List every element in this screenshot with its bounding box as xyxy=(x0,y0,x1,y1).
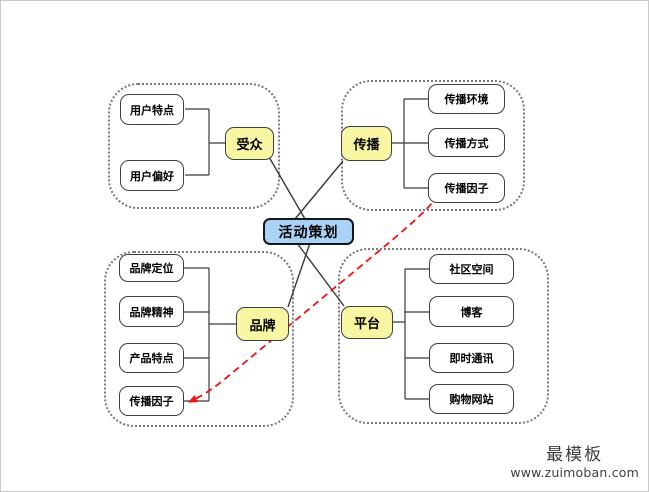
node-user-characteristics[interactable]: 用户特点 xyxy=(120,94,184,125)
node-audience[interactable]: 受众 xyxy=(225,127,274,160)
node-spread-factor-2[interactable]: 传播因子 xyxy=(119,386,184,416)
node-spread-method[interactable]: 传播方式 xyxy=(428,128,505,157)
bus-brand xyxy=(184,267,237,402)
node-product-characteristics[interactable]: 产品特点 xyxy=(119,343,184,373)
watermark-brand: 最模板 xyxy=(546,445,604,466)
group-audience xyxy=(108,83,280,209)
node-platform[interactable]: 平台 xyxy=(341,306,393,339)
node-user-preferences[interactable]: 用户偏好 xyxy=(120,160,184,191)
edge-center-brand xyxy=(287,242,311,308)
node-center-topic[interactable]: 活动策划 xyxy=(263,218,354,245)
node-brand-positioning[interactable]: 品牌定位 xyxy=(119,254,184,282)
bus-audience xyxy=(185,108,226,176)
watermark: 最模板 www.zuimoban.com xyxy=(510,446,639,480)
bus-spread xyxy=(390,98,428,189)
watermark-url: www.zuimoban.com xyxy=(510,465,639,480)
node-spread-factor[interactable]: 传播因子 xyxy=(428,173,505,203)
node-blog[interactable]: 博客 xyxy=(429,296,514,327)
node-instant-messaging[interactable]: 即时通讯 xyxy=(429,343,514,373)
bus-platform xyxy=(392,268,429,400)
node-community-space[interactable]: 社区空间 xyxy=(429,254,514,284)
node-spread-environment[interactable]: 传播环境 xyxy=(428,84,505,114)
edge-audience-center xyxy=(268,156,306,220)
node-spread[interactable]: 传播 xyxy=(341,126,392,161)
node-brand-spirit[interactable]: 品牌精神 xyxy=(119,296,184,327)
group-brand xyxy=(104,251,294,427)
red-dashed-arrow xyxy=(188,194,440,403)
node-shopping-site[interactable]: 购物网站 xyxy=(429,384,514,414)
edge-spread-center xyxy=(294,160,344,220)
node-brand[interactable]: 品牌 xyxy=(236,307,289,341)
group-platform xyxy=(338,248,549,424)
edge-center-platform xyxy=(296,242,345,307)
